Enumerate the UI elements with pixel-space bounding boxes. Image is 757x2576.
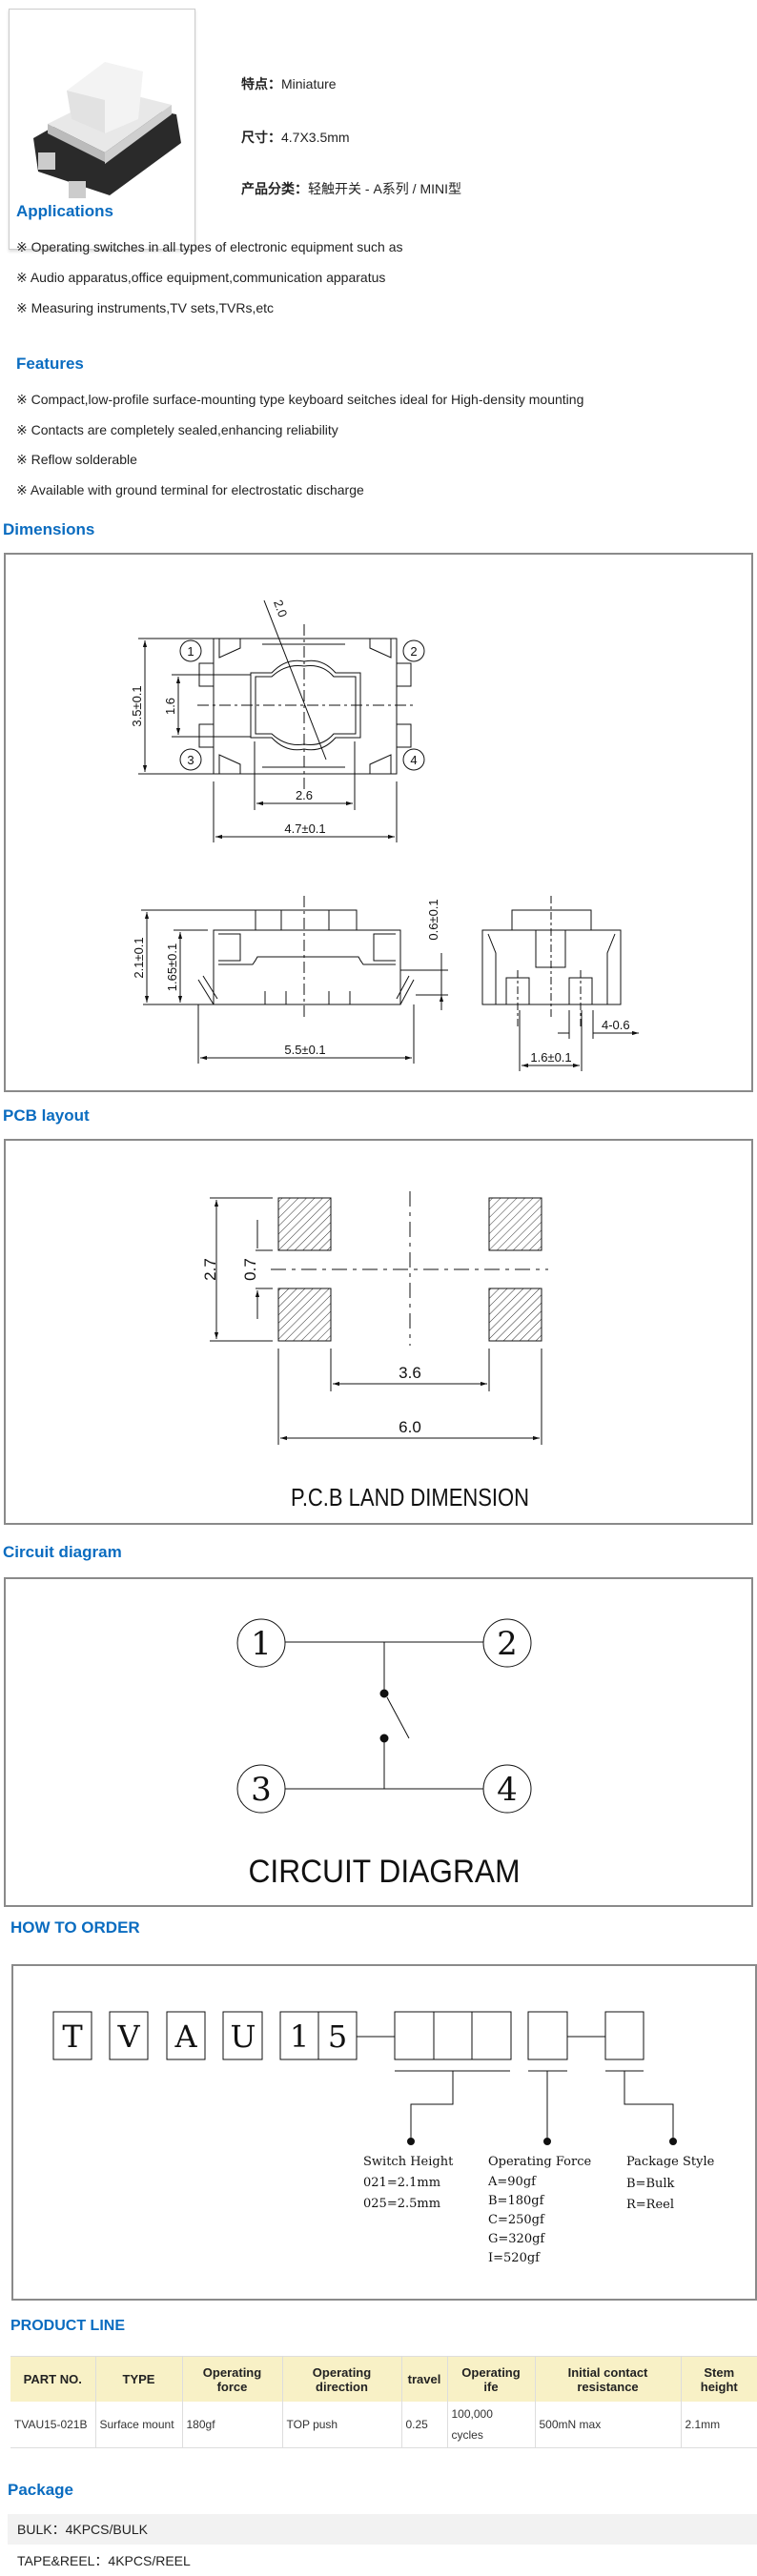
operating-force-option: C=250gf [488,2213,545,2227]
circuit-pin-4: 4 [497,1771,518,1809]
application-item: ※ Operating switches in all types of ele… [16,239,403,254]
pin-1-label: 1 [187,644,194,659]
dim-diameter: 2.0 [271,598,290,619]
pin-2-label: 2 [410,644,417,659]
top-view-drawing [138,599,425,842]
product-image [9,9,195,250]
operating-force-option: I=520gf [488,2251,541,2265]
pin-4-label: 4 [410,753,417,767]
package-style-option: B=Bulk [626,2177,675,2191]
order-letter: 1 [290,2018,309,2055]
switch-height-option: 025=2.5mm [363,2197,440,2211]
switch-height-option: 021=2.1mm [363,2176,440,2190]
applications-heading: Applications [16,202,114,220]
feature-item: ※ Reflow solderable [16,452,137,467]
circuit-diagram-panel [4,1577,753,1907]
cell-part-no: TVAU15-021B [10,2402,95,2448]
features-heading: Features [16,355,84,373]
switch-height-title: Switch Height [363,2155,454,2169]
col-part-no: PART NO. [10,2356,95,2402]
tact-switch-photo [33,62,181,198]
dim-width-1-6: 1.6±0.1 [530,1050,571,1065]
application-item: ※ Measuring instruments,TV sets,TVRs,etc [16,300,275,315]
dim-pin-width: 4-0.6 [602,1018,630,1032]
feature-item: ※ Compact,low-profile surface-mounting t… [16,392,584,407]
order-code-drawing [52,2011,677,2145]
dim-pad-span-6-0: 6.0 [399,1418,421,1436]
dimensions-heading: Dimensions [3,520,95,538]
pcb-layout-panel [4,1139,753,1525]
package-bulk: BULK：4KPCS/BULK [8,2514,757,2545]
dim-height-3-5: 3.5±0.1 [130,685,144,726]
dim-width-2-6: 2.6 [296,788,313,802]
application-item: ※ Audio apparatus,office equipment,commu… [16,270,386,285]
spec-size: 尺寸：4.7X3.5mm [241,130,350,145]
product-line-heading: PRODUCT LINE [10,2318,125,2334]
package-style-title: Package Style [626,2155,715,2169]
cell-type: Surface mount [94,2402,182,2448]
how-to-order-panel [11,1964,757,2301]
table-row: TVAU15-021B Surface mount 180gf TOP push… [10,2402,757,2448]
spec-feature: 特点：Miniature [241,76,337,91]
cell-direction: TOP push [281,2402,401,2448]
dim-width-4-7: 4.7±0.1 [284,821,325,836]
feature-item: ※ Available with ground terminal for ele… [16,482,364,497]
dim-height-1-65: 1.65±0.1 [165,943,179,992]
package-tape-reel: TAPE&REEL：4KPCS/REEL [17,2553,191,2568]
cell-resistance: 500mN max [534,2402,681,2448]
order-letter: V [116,2018,140,2055]
col-type: TYPE [94,2356,182,2402]
operating-force-option: B=180gf [488,2194,545,2208]
operating-force-option: A=90gf [487,2175,537,2189]
order-letter: T [62,2018,83,2055]
pcb-layout-heading: PCB layout [3,1106,90,1125]
dim-pitch-1-6: 1.6 [163,698,177,715]
cell-stem-height: 2.1mm [680,2402,757,2448]
circuit-drawing [236,1618,532,1814]
order-letter: U [231,2018,256,2055]
operating-force-title: Operating Force [488,2155,591,2169]
dim-height-2-1: 2.1±0.1 [132,937,146,978]
dimensions-panel [4,553,753,1092]
pin-3-label: 3 [187,753,194,767]
circuit-diagram-heading: Circuit diagram [3,1543,122,1561]
cell-travel: 0.25 [400,2402,447,2448]
circuit-pin-3: 3 [251,1771,272,1809]
circuit-caption: CIRCUIT DIAGRAM [249,1854,521,1890]
feature-item: ※ Contacts are completely sealed,enhanci… [16,422,338,437]
spec-category: 产品分类：轻触开关 - A系列 / MINI型 [241,181,461,196]
pcb-land-drawing [210,1191,548,1445]
circuit-pin-1: 1 [251,1625,272,1663]
cell-force: 180gf [181,2402,282,2448]
col-travel: travel [400,2356,447,2402]
dim-pad-span-2-7: 2.7 [201,1258,219,1281]
package-style-option: R=Reel [626,2198,674,2212]
side-view-drawing [141,896,639,1071]
dim-height-0-6: 0.6±0.1 [426,899,440,940]
order-letter: 5 [328,2018,347,2055]
dim-pad-gap-0-7: 0.7 [241,1258,259,1281]
pcb-caption: P.C.B LAND DIMENSION [291,1483,529,1511]
dim-pad-gap-3-6: 3.6 [399,1364,421,1382]
dim-width-5-5: 5.5±0.1 [284,1043,325,1057]
package-heading: Package [8,2481,73,2499]
order-letter: A [174,2018,197,2055]
circuit-pin-2: 2 [497,1625,518,1663]
how-to-order-heading: HOW TO ORDER [10,1918,140,1937]
operating-force-option: G=320gf [488,2232,545,2246]
